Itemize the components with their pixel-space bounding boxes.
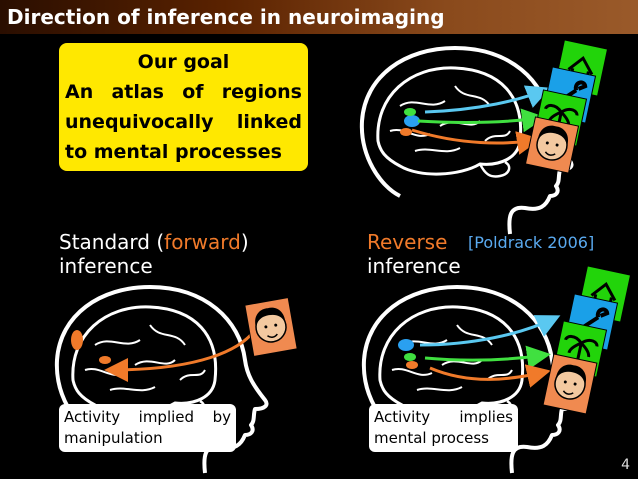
forward-label-pre: Standard ( — [59, 230, 165, 254]
goal-line-3: to mental processes — [65, 141, 282, 163]
reverse-caption: Activity implies mental process — [369, 404, 518, 452]
card-stack-top — [524, 39, 609, 174]
green-arrow — [424, 345, 551, 370]
reverse-head — [361, 285, 576, 475]
caption-word: Activity — [64, 408, 121, 426]
forward-card — [244, 296, 298, 358]
blue-arrow — [419, 315, 561, 347]
card-stack-bottom — [542, 265, 632, 415]
blue-region — [404, 115, 420, 127]
blue-region — [398, 339, 414, 351]
orange-region — [400, 128, 412, 136]
orange-region — [406, 361, 418, 369]
caption-word: implies — [459, 408, 513, 426]
blue-arrow — [424, 85, 551, 114]
forward-label: Standard (forward) — [59, 230, 249, 254]
reverse-label: Reverse — [367, 230, 448, 254]
goal-word: regions — [221, 81, 302, 103]
goal-word: An — [65, 81, 94, 103]
caption-line-2: mental process — [374, 429, 489, 447]
goal-word: atlas — [111, 81, 164, 103]
caption-word: implied — [138, 408, 195, 426]
atlas-head — [359, 46, 574, 236]
orange-arrow — [411, 128, 541, 155]
forward-label-post: ) — [240, 230, 249, 254]
goal-word: unequivocally — [65, 111, 214, 133]
green-region — [404, 353, 416, 361]
goal-heading: Our goal — [137, 51, 230, 73]
green-region — [404, 108, 416, 116]
caption-line-2: manipulation — [64, 429, 163, 447]
goal-word: of — [182, 81, 204, 103]
goal-line-1: An atlas of regions — [65, 77, 302, 107]
goal-box: Our goal An atlas of regions unequivocal… — [59, 43, 308, 171]
forward-arrow — [104, 329, 257, 382]
page-number: 4 — [621, 457, 630, 473]
orange-region-frontal — [71, 330, 83, 350]
caption-word: Activity — [374, 408, 431, 426]
forward-label-line2: inference — [59, 254, 153, 278]
caption-word: by — [212, 408, 231, 426]
forward-caption: Activity implied by manipulation — [59, 404, 236, 452]
goal-word: linked — [236, 111, 302, 133]
orange-region-temporal — [99, 356, 111, 364]
title-bar: Direction of inference in neuroimaging — [0, 0, 638, 34]
forward-label-word: forward — [164, 230, 241, 254]
reverse-label-line2: inference — [367, 254, 461, 278]
green-arrow — [417, 108, 546, 133]
citation: [Poldrack 2006] — [468, 233, 595, 252]
goal-line-2: unequivocally linked — [65, 107, 302, 137]
palm-tree-icon — [564, 334, 599, 364]
orange-arrow — [429, 364, 551, 388]
slide-title: Direction of inference in neuroimaging — [7, 5, 445, 29]
